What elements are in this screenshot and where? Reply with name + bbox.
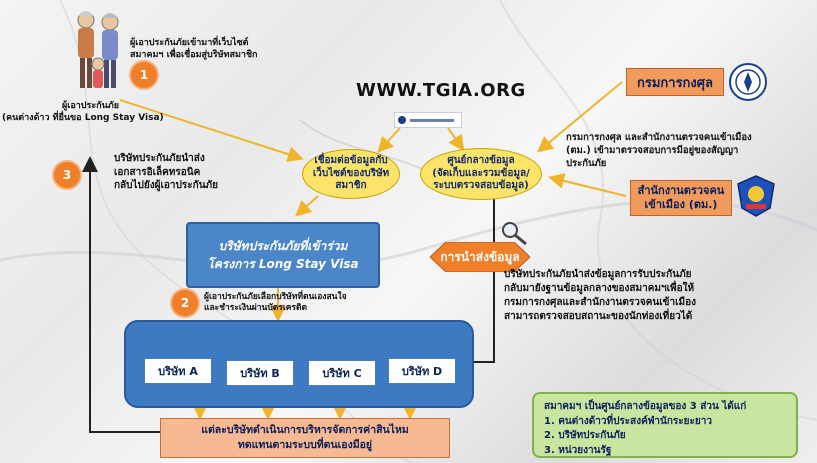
send-note-line-2: กลับมายังฐานข้อมูลกลางของสมาคมฯเพื่อให้ — [504, 283, 695, 294]
consular-seal-icon — [728, 62, 768, 102]
connect-line-3: สมาชิก — [335, 180, 367, 192]
center-line-3: ระบบตรวจสอบข้อมูล) — [433, 180, 529, 192]
tgia-logo — [394, 112, 462, 128]
company-c[interactable]: บริษัท C — [308, 360, 376, 386]
insurer-program-box: บริษัทประกันภัยที่เข้าร่วม โครงการ Long … — [186, 222, 380, 288]
send-note-line-3: กรมการกงศุลและสำนักงานตรวจคนเข้าเมือง — [504, 297, 696, 308]
send-note-line-4: สามารถตรวจสอบสถานะของนักท่องเที่ยวได้ — [504, 311, 693, 322]
claims-line-1: แต่ละบริษัทดำเนินการบริหารจัดการค่าสินไห… — [201, 424, 409, 437]
send-note-line-1: บริษัทประกันภัยนำส่งข้อมูลการรับประกันภั… — [504, 269, 692, 280]
immigration-box: สำนักงานตรวจคน เข้าเมือง (ตม.) — [630, 180, 732, 216]
family-illustration — [74, 8, 124, 96]
step-1-line-2: สมาคมฯ เพื่อเชื่อมสู่บริษัทสมาชิก — [130, 49, 258, 60]
step-1-badge: 1 — [131, 62, 157, 88]
insurer-line-1: บริษัทประกันภัยที่เข้าร่วม — [218, 239, 348, 253]
claims-line-2: ทดแทนตามระบบที่ตนเองมีอยู่ — [237, 439, 373, 451]
summary-box: สมาคมฯ เป็นศูนย์กลางข้อมูลของ 3 ส่วน ได้… — [532, 392, 798, 458]
immigration-emblem-icon — [734, 174, 778, 218]
summary-item-1: 1. คนต่างด้าวที่ประสงค์พำนักระยะยาว — [544, 415, 712, 427]
summary-item-2: 2. บริษัทประกันภัย — [544, 430, 626, 441]
step-3-line-3: กลับไปยังผู้เอาประกันภัย — [114, 180, 218, 191]
step-3-line-1: บริษัทประกันภัยนำส่ง — [114, 153, 205, 164]
summary-title: สมาคมฯ เป็นศูนย์กลางข้อมูลของ 3 ส่วน ได้… — [544, 401, 747, 412]
step-2-line-2: และชำระเงินผ่านบัตรเครดิต — [204, 303, 308, 314]
immigration-line-1: สำนักงานตรวจคน — [637, 183, 725, 197]
agency-note-line-2: (ตม.) เข้ามาตรวจสอบการมีอยู่ของสัญญา — [566, 144, 739, 156]
connect-line-2: เว็บไซต์ของบริษัท — [312, 167, 390, 179]
step-3-line-2: เอกสารอิเล็คทรอนิค — [114, 166, 201, 178]
insured-caption-sub: (คนต่างด้าว ที่ยื่นขอ Long Stay Visa) — [2, 113, 164, 123]
magnifier-icon — [500, 220, 530, 246]
step-1-line-1: ผู้เอาประกันภัยเข้ามาที่เว็บไซต์ — [130, 38, 249, 48]
step-1-text: ผู้เอาประกันภัยเข้ามาที่เว็บไซต์ สมาคมฯ … — [130, 38, 258, 61]
send-data-arrow: การนำส่งข้อมูล — [429, 241, 531, 273]
step-2-text: ผู้เอาประกันภัยเลือกบริษัทที่ตนเองสนใจ แ… — [204, 292, 347, 315]
immigration-line-2: เข้าเมือง (ตม.) — [644, 198, 718, 211]
connect-ellipse: เชื่อมต่อข้อมูลกับ เว็บไซต์ของบริษัท สมา… — [302, 149, 400, 199]
insurer-line-2: โครงการ Long Stay Visa — [207, 257, 359, 271]
step-3-badge: 3 — [54, 162, 80, 188]
summary-item-3: 3. หน่วยงานรัฐ — [544, 444, 612, 456]
step-2-line-1: ผู้เอาประกันภัยเลือกบริษัทที่ตนเองสนใจ — [204, 292, 347, 302]
data-center-ellipse: ศูนย์กลางข้อมูล (จัดเก็บและรวมข้อมูล/ ระ… — [420, 148, 542, 200]
agency-note-line-3: ประกันภัย — [566, 157, 607, 169]
send-data-label: การนำส่งข้อมูล — [440, 249, 520, 264]
center-line-2: (จัดเก็บและรวมข้อมูล/ — [432, 167, 530, 179]
consular-dept-box: กรมการกงศุล — [626, 68, 724, 96]
company-a[interactable]: บริษัท A — [144, 358, 212, 384]
agency-note: กรมการกงศุล และสำนักงานตรวจคนเข้าเมือง (… — [566, 132, 752, 170]
center-line-1: ศูนย์กลางข้อมูล — [447, 155, 515, 167]
send-note: บริษัทประกันภัยนำส่งข้อมูลการรับประกันภั… — [504, 268, 696, 324]
step-3-text: บริษัทประกันภัยนำส่ง เอกสารอิเล็คทรอนิค … — [114, 152, 218, 193]
claims-box: แต่ละบริษัทดำเนินการบริหารจัดการค่าสินไห… — [160, 418, 450, 458]
insured-caption: ผู้เอาประกันภัย — [62, 101, 119, 111]
site-url[interactable]: WWW.TGIA.ORG — [356, 80, 526, 101]
connect-line-1: เชื่อมต่อข้อมูลกับ — [314, 155, 388, 167]
company-b[interactable]: บริษัท B — [226, 360, 294, 386]
agency-note-line-1: กรมการกงศุล และสำนักงานตรวจคนเข้าเมือง — [566, 132, 752, 143]
step-2-badge: 2 — [172, 290, 198, 316]
company-d[interactable]: บริษัท D — [388, 358, 456, 384]
